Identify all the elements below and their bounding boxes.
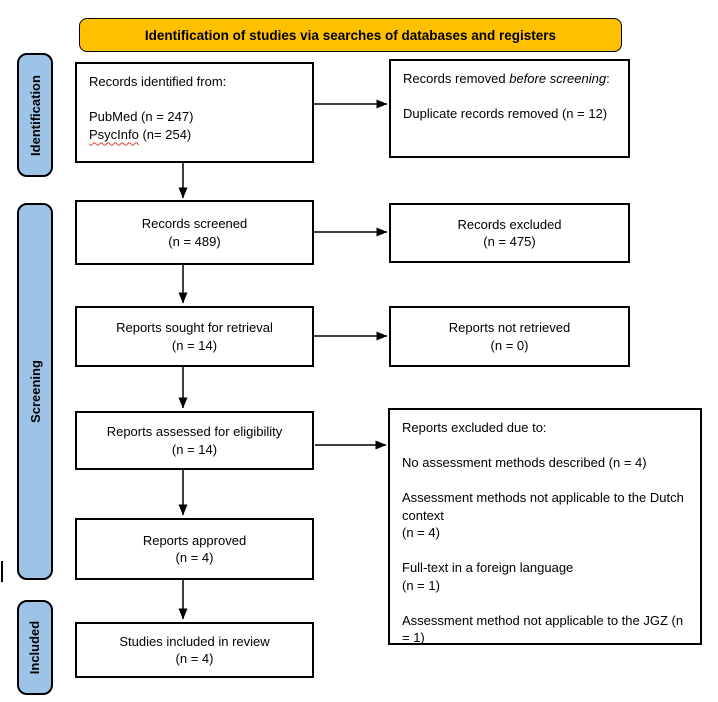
diagram-title: Identification of studies via searches o… xyxy=(144,27,557,43)
stage-included: Included xyxy=(17,600,53,695)
records-removed-prefix: Records removed xyxy=(403,71,510,86)
duplicates-removed-text: Duplicate records removed (n = 12) xyxy=(403,106,608,121)
reports-approved-count: (n = 4) xyxy=(175,550,214,565)
reports-assessed-label: Reports assessed for eligibility xyxy=(106,424,283,439)
reports-approved-label: Reports approved xyxy=(142,532,247,548)
diagram-title-banner: Identification of studies via searches o… xyxy=(79,18,622,52)
records-excluded-count: (n = 475) xyxy=(483,234,536,249)
box-reports-sought: Reports sought for retrieval (n = 14) xyxy=(75,306,314,367)
exclusion-reason-4: Assessment method not applicable to the … xyxy=(402,612,684,646)
records-screened-label: Records screened xyxy=(141,216,248,231)
cursor-artifact xyxy=(1,561,3,582)
psycinfo-count: (n= 254) xyxy=(138,126,192,142)
studies-included-count: (n = 4) xyxy=(175,651,214,666)
box-records-screened: Records screened (n = 489) xyxy=(75,200,314,265)
box-studies-included: Studies included in review (n = 4) xyxy=(75,622,314,678)
records-identified-psycinfo: PsycInfo (n= 254) xyxy=(89,126,300,144)
blank-line xyxy=(89,91,300,109)
stage-screening-label: Screening xyxy=(27,360,43,423)
records-removed-italic: before screening xyxy=(509,71,607,86)
reports-not-retrieved-count: (n = 0) xyxy=(490,337,529,353)
exclusion-reason-1: No assessment methods described (n = 4) xyxy=(402,455,647,470)
psycinfo-misspelled-word: PsycInfo xyxy=(89,126,139,142)
box-records-excluded: Records excluded (n = 475) xyxy=(389,203,630,263)
stage-identification-label: Identification xyxy=(27,74,43,156)
reports-sought-count: (n = 14) xyxy=(171,337,218,353)
exclusion-reason-3: Full-text in a foreign language (n = 1) xyxy=(402,560,574,593)
exclusion-reason-2: Assessment methods not applicable to the… xyxy=(402,490,684,540)
records-identified-pubmed: PubMed (n = 247) xyxy=(89,109,194,124)
stage-included-label: Included xyxy=(27,620,43,675)
box-exclusion-reasons: Reports excluded due to: No assessment m… xyxy=(388,408,702,645)
box-records-removed: Records removed before screening: Duplic… xyxy=(389,59,630,158)
reports-sought-label: Reports sought for retrieval xyxy=(116,320,273,335)
reports-assessed-count: (n = 14) xyxy=(171,441,218,457)
records-removed-title: Records removed before screening: xyxy=(403,70,616,88)
box-reports-assessed: Reports assessed for eligibility (n = 14… xyxy=(75,411,314,470)
box-records-identified: Records identified from: PubMed (n = 247… xyxy=(75,62,314,163)
blank-line xyxy=(403,88,616,106)
stage-identification: Identification xyxy=(17,53,53,177)
box-reports-not-retrieved: Reports not retrieved (n = 0) xyxy=(389,306,630,367)
records-identified-title: Records identified from: xyxy=(89,74,227,89)
reports-not-retrieved-label: Reports not retrieved xyxy=(448,320,571,335)
records-removed-suffix: : xyxy=(606,71,610,86)
stage-screening: Screening xyxy=(17,203,53,580)
studies-included-label: Studies included in review xyxy=(119,633,270,649)
records-excluded-label: Records excluded xyxy=(457,216,562,232)
box-reports-approved: Reports approved (n = 4) xyxy=(75,518,314,580)
records-screened-count: (n = 489) xyxy=(168,233,221,249)
exclusion-reasons-title: Reports excluded due to: xyxy=(402,420,547,435)
